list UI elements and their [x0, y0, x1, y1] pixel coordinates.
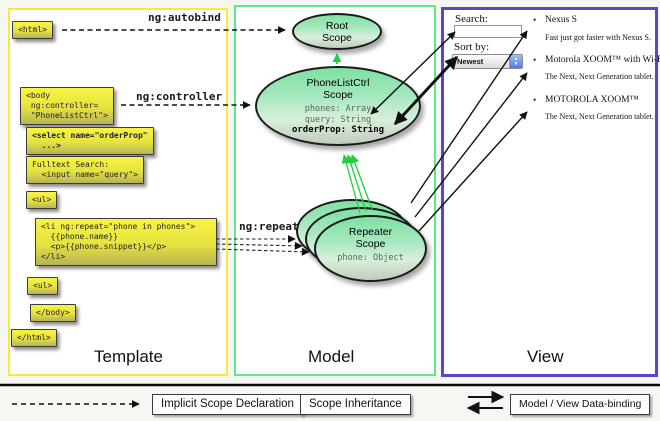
view-item-desc: Fast just got faster with Nexus S.	[545, 33, 651, 42]
code-fulltext-search: Fulltext Search: <input name="query">	[26, 156, 144, 184]
code-ul-close: <ul>	[27, 277, 59, 295]
bullet-icon: •	[533, 15, 537, 25]
ng-repeat-label: ng:repeat	[239, 220, 299, 233]
view-column-label: View	[527, 347, 564, 366]
bullet-icon: •	[533, 95, 537, 105]
code-li-repeat: <li ng:repeat="phone in phones"> {{phone…	[35, 218, 217, 266]
view-item-desc: The Next, Next Generation tablet.	[545, 72, 654, 81]
phonelistctrl-scope-title: PhoneListCtrl Scope	[306, 77, 370, 101]
code-body-close: </body>	[30, 304, 76, 322]
phonelistctrl-scope-orderprop: orderProp: String	[291, 125, 385, 135]
legend-implicit-scope-box: Implicit Scope Declaration	[152, 394, 303, 415]
code-select-orderprop: <select name="orderProp" ...>	[26, 127, 154, 155]
model-column-label: Model	[308, 347, 355, 366]
root-scope-title: Root Scope	[322, 19, 352, 44]
legend-scope-inheritance-box: Scope Inheritance	[300, 394, 411, 415]
ng-autobind-label: ng:autobind	[148, 11, 221, 24]
sort-dropdown-value: Newest	[457, 57, 484, 66]
stepper-down-icon: ▼	[513, 60, 519, 66]
view-item-desc: The Next, Next Generation tablet.	[545, 112, 654, 121]
search-input[interactable]	[454, 25, 522, 38]
phonelistctrl-scope-props: phones: Array query: String	[304, 104, 372, 125]
sort-dropdown[interactable]: Newest ▲ ▼	[452, 54, 523, 69]
legend-data-binding-box: Model / View Data-binding	[510, 394, 651, 415]
view-item-title: Nexus S	[545, 15, 577, 25]
sort-by-label: Sort by:	[454, 41, 490, 53]
phonelistctrl-scope-ellipse: PhoneListCtrl Scope phones: Array query:…	[255, 66, 421, 146]
view-item-title: MOTOROLA XOOM™	[545, 95, 639, 105]
view-item-title: Motorola XOOM™ with Wi-Fi	[545, 55, 660, 65]
repeater-scope-title: Repeater Scope	[348, 226, 393, 250]
ng-controller-label: ng:controller	[136, 90, 223, 103]
code-html-open: <html>	[12, 21, 53, 39]
repeater-scope-ellipse: Repeater Scope phone: Object	[314, 215, 427, 282]
code-body-open: <body ng:controller= "PhoneListCtrl">	[20, 87, 114, 125]
template-column-label: Template	[94, 347, 163, 366]
bullet-icon: •	[533, 55, 537, 65]
code-ul-open: <ul>	[26, 191, 58, 209]
model-column	[234, 5, 436, 376]
dropdown-stepper-icon: ▲ ▼	[509, 55, 522, 68]
repeater-scope-prop: phone: Object	[337, 253, 404, 263]
code-html-close: </html>	[11, 329, 57, 347]
root-scope-ellipse: Root Scope	[292, 13, 382, 50]
search-label: Search:	[455, 13, 488, 25]
